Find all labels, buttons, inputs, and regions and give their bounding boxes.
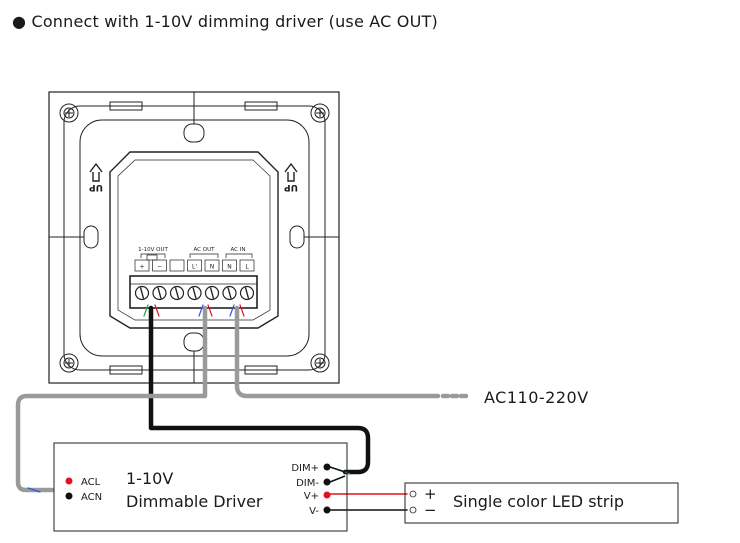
led-strip-plus: + [424, 485, 437, 503]
screw-icon [310, 103, 330, 123]
terminal-dot-v-minus [323, 506, 331, 514]
wires [15, 304, 473, 511]
terminal-label-box [187, 259, 202, 272]
terminal-label-text: + [139, 264, 144, 271]
terminal-dot-dim-minus [323, 478, 331, 486]
wire-ac-out-gray [15, 305, 208, 493]
wire-dim-black [148, 305, 371, 475]
led-strip-label: Single color LED strip [453, 492, 624, 511]
terminal-screw-slot [174, 287, 180, 299]
terminal-screw-slot [227, 287, 232, 299]
terminal-label-box [152, 259, 167, 272]
terminal-label-text: − [157, 264, 162, 271]
terminal-dot-v-plus [323, 491, 331, 499]
terminal-screw-slot [192, 287, 197, 299]
terminal-screw-slot [209, 287, 215, 299]
terminal-label-acn: ACN [81, 492, 102, 503]
terminal-label-v-plus: V+ [304, 491, 319, 502]
terminal-dot-acl [65, 477, 73, 485]
terminal-screw-slot [244, 287, 250, 299]
driver-title-line1: 1-10V [126, 469, 173, 488]
terminal-label-dim-plus: DIM+ [291, 463, 319, 474]
up-label-right: UP [284, 182, 298, 192]
screw-icon [59, 103, 79, 123]
up-label-left: UP [89, 182, 103, 192]
screw-icon [310, 353, 330, 373]
up-arrow-icon [89, 162, 103, 182]
dimmable-driver: 1-10V Dimmable Driver ACL ACN DIM+ DIM- … [53, 442, 348, 532]
terminal-group-ac-out: AC OUT [194, 247, 216, 253]
terminal-label-box [204, 259, 220, 272]
terminal-label-dim-minus: DIM- [296, 478, 319, 489]
page-heading: ● Connect with 1-10V dimming driver (use… [12, 12, 438, 31]
wire-ac-in-gray [234, 305, 441, 399]
terminal-label-v-minus: V- [309, 506, 319, 517]
terminal-screw-slot [139, 287, 145, 299]
terminal-label-row: + − L' N N L [134, 259, 255, 272]
terminal-group-1-10v-out: 1-10V OUT [138, 247, 168, 253]
terminal-label-box [222, 259, 237, 272]
terminal-label-acl: ACL [81, 477, 101, 488]
terminal-label-text: N [227, 264, 232, 271]
terminal-dot-dim-plus [323, 463, 331, 471]
driver-title-line2: Dimmable Driver [126, 492, 263, 511]
led-strip: + − Single color LED strip [404, 482, 679, 524]
terminal-block [129, 275, 258, 309]
supply-label: AC110-220V [484, 388, 589, 407]
terminal-label-box [134, 259, 150, 272]
terminal-group-brackets [140, 253, 253, 261]
terminal-label-text: L' [192, 264, 197, 271]
terminal-dot-acn [65, 492, 73, 500]
up-arrow-icon [284, 162, 298, 182]
terminal-label-text: N [210, 264, 215, 271]
led-strip-minus: − [424, 501, 437, 519]
terminal-screw-slot [157, 287, 162, 299]
screw-icon [59, 353, 79, 373]
terminal-label-box [169, 259, 185, 272]
screw-holes [59, 103, 330, 373]
terminal-label-text: L [245, 264, 249, 271]
terminal-label-box [239, 259, 255, 272]
dimmer-panel [48, 91, 340, 384]
terminal-group-ac-in: AC IN [231, 247, 246, 253]
